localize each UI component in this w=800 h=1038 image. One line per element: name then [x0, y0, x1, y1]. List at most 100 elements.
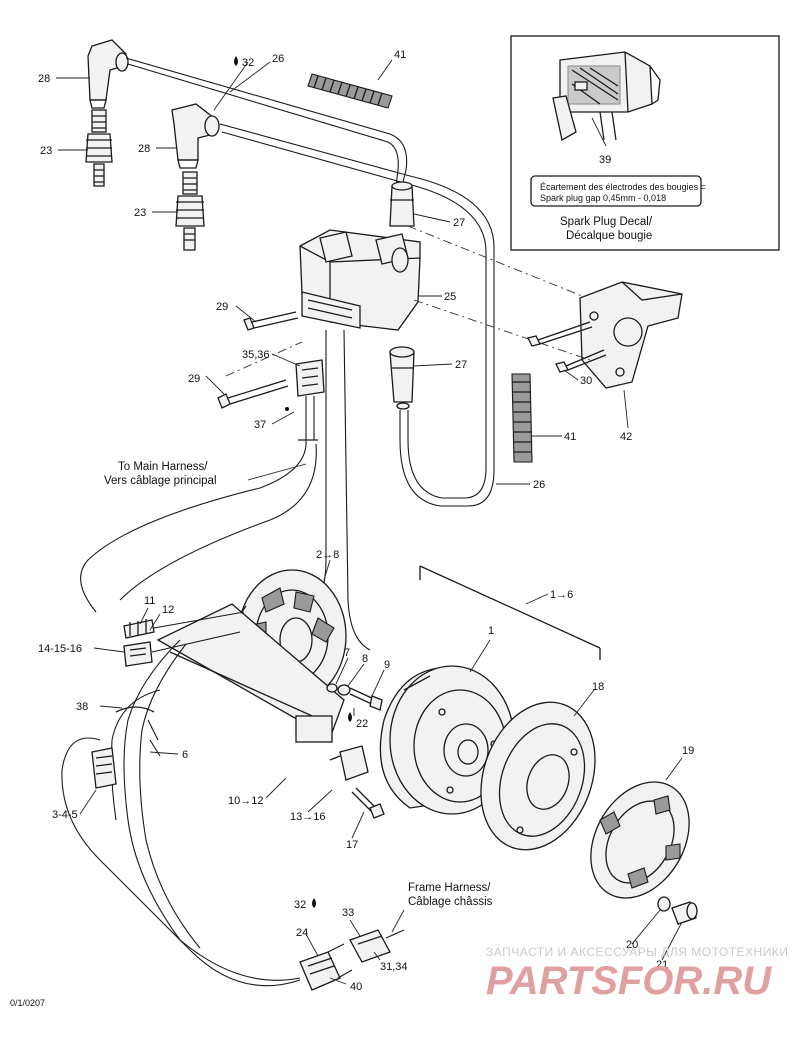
spark-plug-right [175, 171, 205, 251]
callout-6: 6 [182, 749, 188, 761]
callout-32-top: 32 [242, 57, 254, 69]
frame-harness-arrow [391, 909, 405, 933]
callout-20: 20 [626, 939, 638, 951]
screw-29-upper [243, 311, 299, 331]
note-main-harness-fr: Vers câblage principal [104, 475, 217, 487]
callout-39: 39 [599, 154, 611, 166]
wire-boot-top [389, 181, 415, 227]
callout-numbers: 41 26 32 28 23 28 23 27 25 29 35,36 27 2… [38, 49, 694, 993]
wire-boot-bottom [389, 346, 415, 410]
callout-28-left: 28 [38, 73, 50, 85]
watermark-line-1: ЗАПЧАСТИ И АКСЕССУАРЫ ДЛЯ МОТОТЕХНИКИ [486, 945, 788, 959]
callout-27-bottom: 27 [455, 359, 467, 371]
flywheel-washer [657, 896, 671, 912]
callout-27-top: 27 [453, 217, 465, 229]
callout-40: 40 [350, 981, 362, 993]
trigger-coil [329, 745, 369, 781]
decal-label [530, 175, 702, 207]
grease-drop-icon [234, 56, 238, 66]
spark-plug-cap-left [87, 39, 129, 109]
callout-30: 30 [580, 375, 592, 387]
callout-13-to-16: 13→16 [290, 811, 325, 823]
note-frame-harness-fr: Câblage châssis [408, 896, 493, 908]
callout-35-36: 35,36 [242, 349, 270, 361]
callout-9: 9 [384, 659, 390, 671]
inset-coil-drawing [552, 51, 661, 142]
callout-33: 33 [342, 907, 354, 919]
callout-29-upper: 29 [216, 301, 228, 313]
coil-connector [295, 359, 325, 441]
callout-11: 11 [144, 595, 155, 607]
callout-32-bottom: 32 [294, 899, 306, 911]
assembly-lines [225, 225, 591, 377]
leader-lines [56, 59, 683, 985]
callout-23-right: 23 [134, 207, 146, 219]
callout-42: 42 [620, 431, 632, 443]
screw-29-lower [217, 379, 289, 409]
stator-plate [156, 603, 345, 743]
callout-21: 21 [656, 959, 668, 971]
frame-connector-female [299, 943, 353, 991]
high-tension-wires [125, 57, 495, 507]
multi-pin-connector [91, 747, 117, 789]
screw-30-lower [555, 349, 607, 373]
stator-connector-upper [123, 619, 155, 639]
callout-38: 38 [76, 701, 88, 713]
grease-drop-icon-lower [312, 898, 316, 908]
cable-tie [115, 706, 155, 713]
spark-plug-decal-inset: 39 Écartement des électrodes des bougies… [510, 35, 780, 251]
flywheel-bolt [671, 901, 698, 925]
stator-connector-lower [123, 641, 153, 667]
decal-title-en: Spark Plug Decal/ [560, 216, 653, 228]
trigger-screw [351, 787, 385, 819]
stator-leads [151, 611, 245, 653]
ignition-coil [299, 229, 421, 331]
decal-line-1: Écartement des électrodes des bougies = [540, 182, 706, 192]
drawing-code: 0/1/0207 [10, 998, 45, 1008]
spark-plug-cap-right [171, 103, 220, 169]
callout-22: 22 [356, 718, 368, 730]
callout-28-right: 28 [138, 143, 150, 155]
callout-23-left: 23 [40, 145, 52, 157]
callout-2-to-8: 2→8 [316, 549, 339, 561]
main-harness-arrow [247, 463, 307, 481]
frame-connector-male [349, 929, 405, 963]
callout-12: 12 [162, 604, 174, 616]
callout-10-to-12: 10→12 [228, 795, 263, 807]
watermark: ЗАПЧАСТИ И АКСЕССУАРЫ ДЛЯ МОТОТЕХНИКИ PA… [486, 945, 788, 1003]
callout-37: 37 [254, 419, 266, 431]
stator-screw [326, 683, 383, 711]
callout-18: 18 [592, 681, 604, 693]
callout-41-right: 41 [564, 431, 576, 443]
callout-29-lower: 29 [188, 373, 200, 385]
callout-14-15-16: 14-15-16 [38, 643, 82, 655]
screw-30-upper [527, 321, 593, 347]
watermark-logo: PARTSFOR.RU [486, 959, 772, 1003]
spring-protector-right [511, 373, 533, 463]
group-bracket-ends [419, 566, 601, 660]
callout-24: 24 [296, 927, 308, 939]
grease-dot [285, 407, 289, 411]
callout-1-to-6: 1→6 [550, 589, 573, 601]
callout-26-right: 26 [533, 479, 545, 491]
callout-19: 19 [682, 745, 694, 757]
starter-cup [590, 781, 690, 899]
note-main-harness-en: To Main Harness/ [118, 461, 208, 473]
callout-31-34: 31,34 [380, 961, 408, 973]
callout-3-4-5: 3-4-5 [52, 809, 78, 821]
callout-1: 1 [488, 625, 494, 637]
spark-plug-left [85, 109, 113, 187]
note-frame-harness-en: Frame Harness/ [408, 882, 491, 894]
decal-title-fr: Décalque bougie [566, 230, 652, 242]
group-bracket-1-6 [419, 565, 601, 649]
callout-25: 25 [444, 291, 456, 303]
callout-41-top: 41 [394, 49, 406, 61]
coil-bracket [579, 281, 683, 389]
ring-gear [480, 701, 596, 851]
callout-26-top: 26 [272, 53, 284, 65]
callout-7: 7 [344, 647, 350, 659]
stator-wire-loom [61, 639, 301, 987]
spring-protector-top [307, 73, 393, 109]
loctite-drop-icon [348, 712, 352, 722]
